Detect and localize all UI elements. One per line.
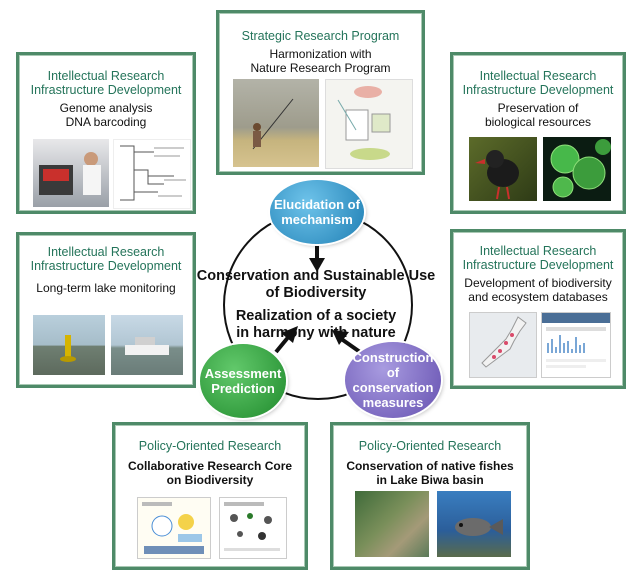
- circle-label: Assessment: [204, 366, 282, 381]
- arrow-up-head: [281, 326, 298, 343]
- circle-label: Construction: [352, 350, 434, 365]
- box-strategic-research: Strategic Research Program Harmonization…: [216, 10, 425, 175]
- box-category: Intellectual Research: [479, 69, 597, 83]
- box-subtitle: Genome analysis: [59, 101, 153, 115]
- center-line: in harmony with nature: [236, 325, 396, 341]
- diagram-thumbnail: [325, 79, 413, 169]
- algae-photo: [543, 137, 611, 201]
- circle-construction: Construction of conservation measures: [345, 342, 441, 418]
- box-databases: Intellectual Research Infrastructure Dev…: [450, 229, 626, 389]
- circle-label: of conservation: [352, 365, 434, 395]
- box-subtitle: Preservation of: [497, 101, 579, 115]
- japan-map-thumbnail: [469, 312, 537, 378]
- box-category: Intellectual Research: [47, 245, 165, 259]
- circle-elucidation: Elucidation of mechanism: [270, 180, 364, 244]
- box-subtitle: DNA barcoding: [65, 115, 147, 129]
- center-line: of Biodiversity: [265, 285, 367, 301]
- box-genome-analysis: Intellectual Research Infrastructure Dev…: [16, 52, 196, 214]
- bird-photo: [469, 137, 537, 201]
- box-subtitle: in Lake Biwa basin: [376, 473, 484, 487]
- box-subtitle: Harmonization with: [269, 47, 372, 61]
- box-subtitle: Collaborative Research Core: [127, 459, 293, 473]
- circle-label: mechanism: [281, 212, 353, 227]
- box-native-fishes: Policy-Oriented Research Conservation of…: [330, 422, 530, 570]
- lab-photo: [33, 139, 109, 207]
- circle-label: Prediction: [211, 381, 275, 396]
- box-subtitle: Development of biodiversity: [464, 276, 612, 290]
- center-message: Conservation and Sustainable Use of Biod…: [196, 268, 436, 342]
- box-subtitle: Nature Research Program: [250, 61, 391, 75]
- species-chart: [219, 497, 287, 559]
- box-category: Infrastructure Development: [30, 83, 182, 97]
- database-screenshot: [541, 312, 611, 378]
- box-subtitle: Long-term lake monitoring: [36, 281, 176, 295]
- box-category: Intellectual Research: [47, 69, 165, 83]
- box-lake-monitoring: Intellectual Research Infrastructure Dev…: [16, 232, 196, 388]
- circle-label: Elucidation of: [274, 197, 360, 212]
- box-category: Infrastructure Development: [30, 259, 182, 273]
- arrow-left-head: [332, 330, 349, 345]
- center-line: Conservation and Sustainable Use: [196, 268, 436, 284]
- box-subtitle: biological resources: [484, 115, 592, 129]
- box-biological-resources: Intellectual Research Infrastructure Dev…: [450, 52, 626, 214]
- box-category: Policy-Oriented Research: [138, 439, 282, 453]
- lake-buoy-photo: [33, 315, 105, 375]
- circle-assessment: Assessment Prediction: [200, 344, 286, 418]
- beach-photo: [233, 79, 319, 167]
- box-subtitle: Conservation of native fishes: [346, 459, 514, 473]
- box-category: Infrastructure Development: [462, 83, 614, 97]
- wetland-photo: [355, 491, 429, 557]
- box-subtitle: on Biodiversity: [166, 473, 254, 487]
- center-line: Realization of a society: [235, 308, 397, 324]
- research-core-chart: [137, 497, 211, 559]
- box-category: Strategic Research Program: [241, 29, 400, 43]
- fish-photo: [437, 491, 511, 557]
- box-category: Intellectual Research: [479, 244, 597, 258]
- boat-photo: [111, 315, 183, 375]
- arrow-left: [338, 336, 362, 354]
- box-category: Policy-Oriented Research: [358, 439, 502, 453]
- circle-label: measures: [362, 395, 424, 410]
- box-category: Infrastructure Development: [462, 258, 614, 272]
- arrow-down-head: [309, 258, 325, 272]
- box-collaborative-core: Policy-Oriented Research Collaborative R…: [112, 422, 308, 570]
- dna-tree-chart: [113, 139, 191, 209]
- box-subtitle: and ecosystem databases: [468, 290, 608, 304]
